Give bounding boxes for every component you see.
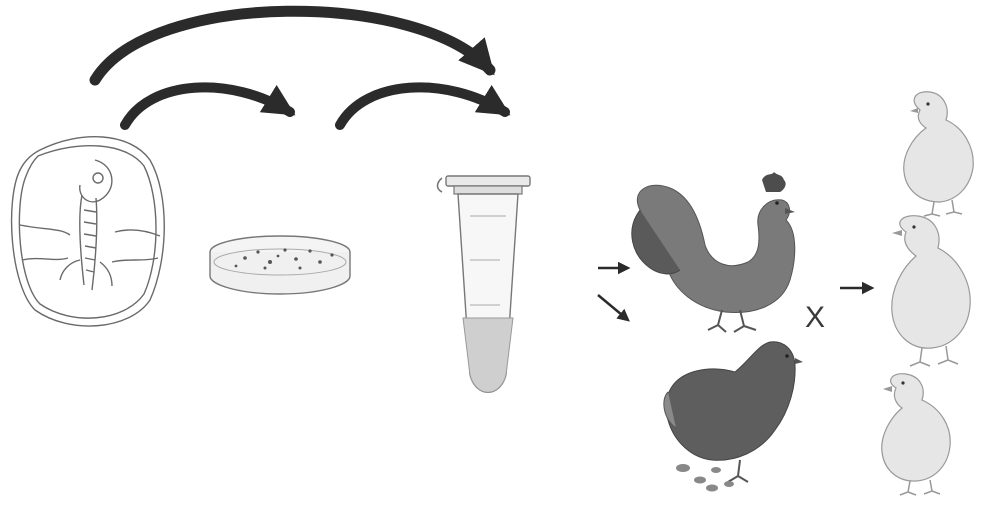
chick-icon <box>892 216 970 366</box>
cross-symbol: X <box>805 301 825 334</box>
rooster-icon <box>632 172 795 332</box>
embryo-egg-icon <box>12 137 165 326</box>
chick-icon <box>882 374 950 495</box>
hen-icon <box>664 342 803 492</box>
arrow-to-hen <box>598 295 628 320</box>
chick-icon <box>904 92 973 216</box>
petri-dish-icon <box>210 236 350 294</box>
left-curved-arrow <box>125 87 290 125</box>
middle-curved-arrow <box>340 87 505 125</box>
microcentrifuge-tube-icon <box>438 176 531 392</box>
large-curved-arrow <box>95 11 490 80</box>
